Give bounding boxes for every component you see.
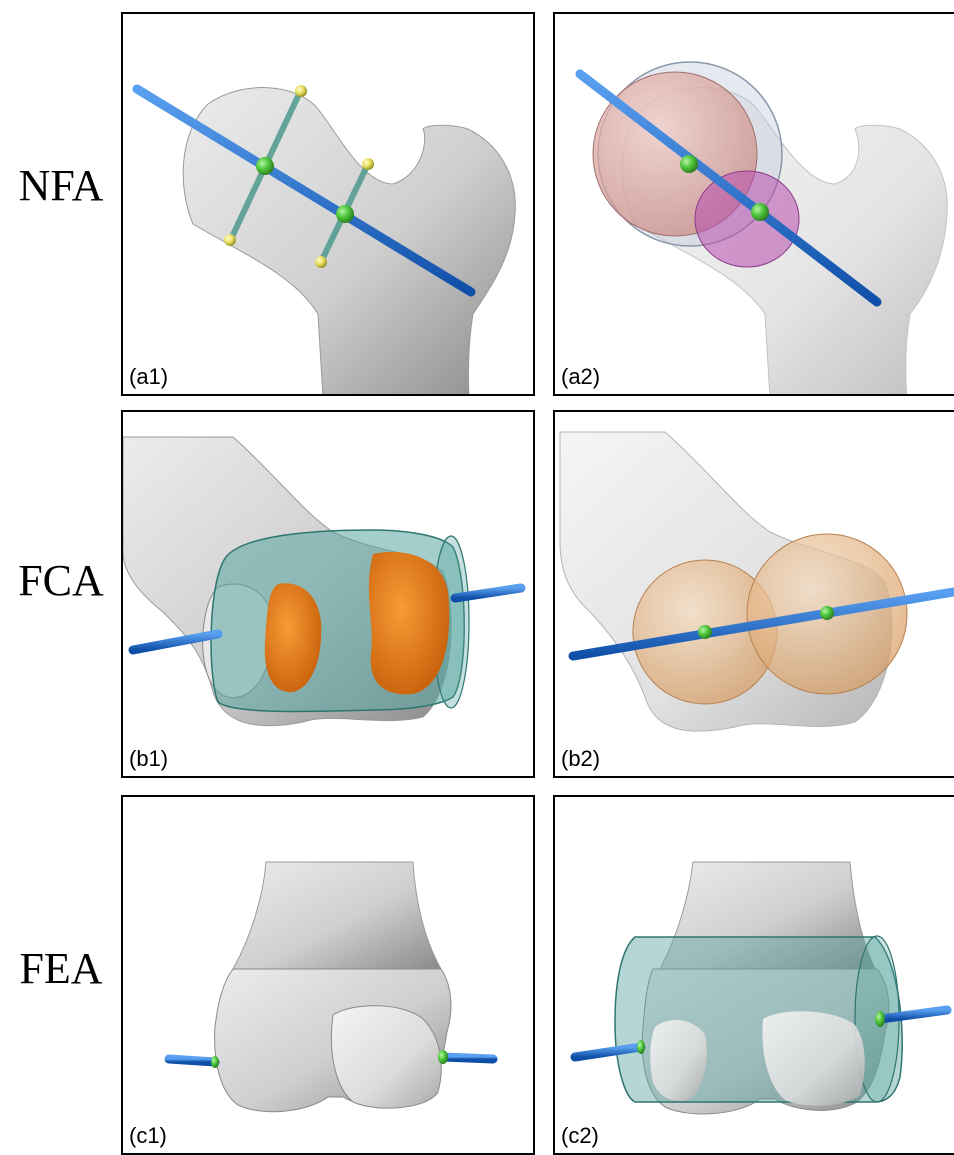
proximal-femur-spheres-figure [555,14,954,396]
lateral-sphere-center [820,606,834,620]
left-epicondyle-point [211,1056,219,1068]
lateral-condyle [331,1006,441,1108]
panel-label-a1: (a1) [129,364,168,390]
head-center-point [256,157,274,175]
neck-center-point [336,205,354,223]
epicondylar-axis-right [443,1057,493,1059]
panel-label-b2: (b2) [561,746,600,772]
distal-femur-cylinder-figure [123,412,535,778]
panel-label-c2: (c2) [561,1123,599,1149]
panel-label-a2: (a2) [561,364,600,390]
row-label-fca: FCA [0,555,122,606]
femoral-shaft [233,862,441,969]
head-center-point [680,155,698,173]
panel-label-c1: (c1) [129,1123,167,1149]
landmark-point [224,234,236,246]
epicondylar-axis-left [169,1059,215,1062]
medial-sphere-center [698,625,712,639]
distal-femur-epicondylar-figure [123,797,535,1155]
panel-b1: (b1) [121,410,535,778]
lateral-condyle [762,1011,864,1105]
distal-femur-cylinder-fit-figure [555,797,954,1155]
landmark-point [315,256,327,268]
landmark-point [295,85,307,97]
panel-a1: (a1) [121,12,535,396]
left-epicondyle-point [637,1040,645,1054]
panel-label-b1: (b1) [129,746,168,772]
neck-center-point [751,203,769,221]
right-epicondyle-point [875,1011,885,1027]
proximal-femur-landmarks-figure [123,14,535,396]
panel-c2: (c2) [553,795,954,1155]
lateral-cartilage [369,552,449,694]
row-label-nfa: NFA [0,160,122,211]
panel-b2: (b2) [553,410,954,778]
panel-a2: (a2) [553,12,954,396]
landmark-point [362,158,374,170]
distal-femur-spheres-figure [555,412,954,778]
right-epicondyle-point [438,1050,448,1064]
panel-c1: (c1) [121,795,535,1155]
row-label-fea: FEA [0,943,122,994]
femoral-neck-sphere [695,171,799,267]
